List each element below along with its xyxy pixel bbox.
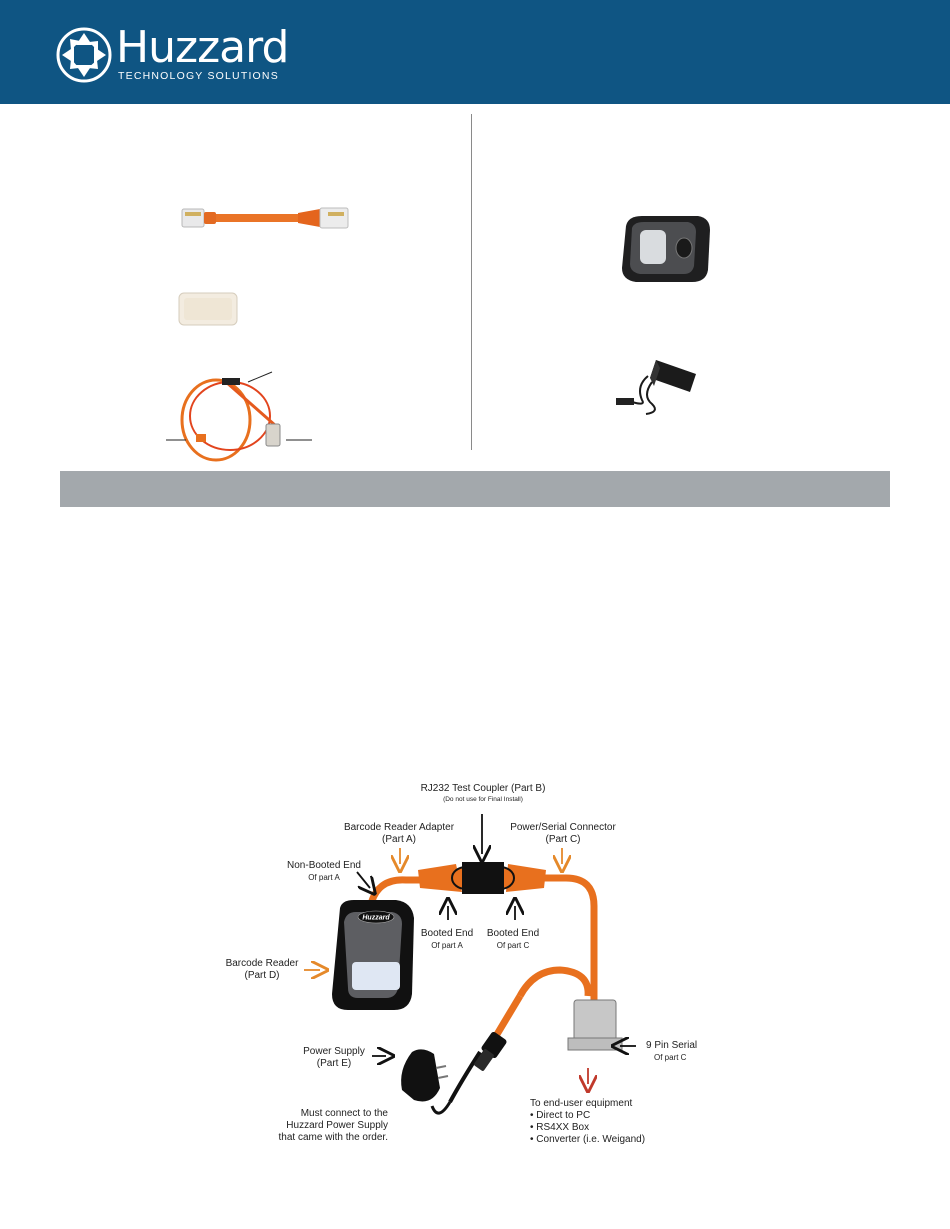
must-connect-line-3: that came with the order. — [278, 1132, 388, 1143]
connector-label: Power/Serial Connector — [510, 822, 616, 833]
serial-label: 9 Pin Serial — [646, 1040, 698, 1051]
booted-c-part-label: Of part C — [496, 941, 530, 950]
reader-logo-text: Huzzard — [362, 915, 390, 922]
adapter-label: Barcode Reader Adapter — [343, 822, 455, 833]
connection-diagram: Huzzard — [304, 814, 636, 1115]
must-connect-line-2: Huzzard Power Supply — [286, 1120, 388, 1131]
must-connect-line-1: Must connect to the — [300, 1108, 388, 1119]
rj-coupler-image — [178, 292, 238, 326]
coupler-note: (Do not use for Final Install) — [443, 796, 523, 803]
serial-part-label: Of part C — [654, 1053, 687, 1062]
header-bar: Huzzard TECHNOLOGY SOLUTIONS — [0, 0, 950, 104]
end-user-label: To end-user equipment — [530, 1098, 633, 1109]
power-label: Power Supply — [303, 1046, 365, 1057]
nonbooted-label: Non-Booted End — [287, 860, 361, 871]
reader-part-label: (Part D) — [244, 970, 280, 981]
connector-part-label: (Part C) — [545, 834, 581, 845]
section-band — [60, 471, 890, 507]
end-user-item-2: • RS4XX Box — [530, 1122, 590, 1133]
booted-a-label: Booted End — [420, 928, 474, 939]
huzzard-logo-icon — [56, 27, 112, 83]
barcode-reader-image — [622, 216, 710, 282]
brand-name: Huzzard — [116, 22, 289, 73]
coupler-label: RJ232 Test Coupler (Part B) — [420, 783, 546, 794]
nonbooted-part-label: Of part A — [308, 873, 340, 882]
reader-label: Barcode Reader — [225, 958, 299, 969]
adapter-part-label: (Part A) — [382, 834, 416, 845]
brand-tagline: TECHNOLOGY SOLUTIONS — [118, 70, 279, 82]
column-divider — [471, 114, 472, 450]
end-user-item-3: • Converter (i.e. Weigand) — [530, 1134, 646, 1145]
booted-a-part-label: Of part A — [431, 941, 463, 950]
power-serial-cable-image — [166, 371, 312, 462]
booted-c-label: Booted End — [486, 928, 540, 939]
power-part-label: (Part E) — [316, 1058, 352, 1069]
end-user-item-1: • Direct to PC — [530, 1110, 591, 1121]
rj45-patch-cable-image — [181, 207, 349, 229]
power-adapter-image — [616, 360, 696, 415]
